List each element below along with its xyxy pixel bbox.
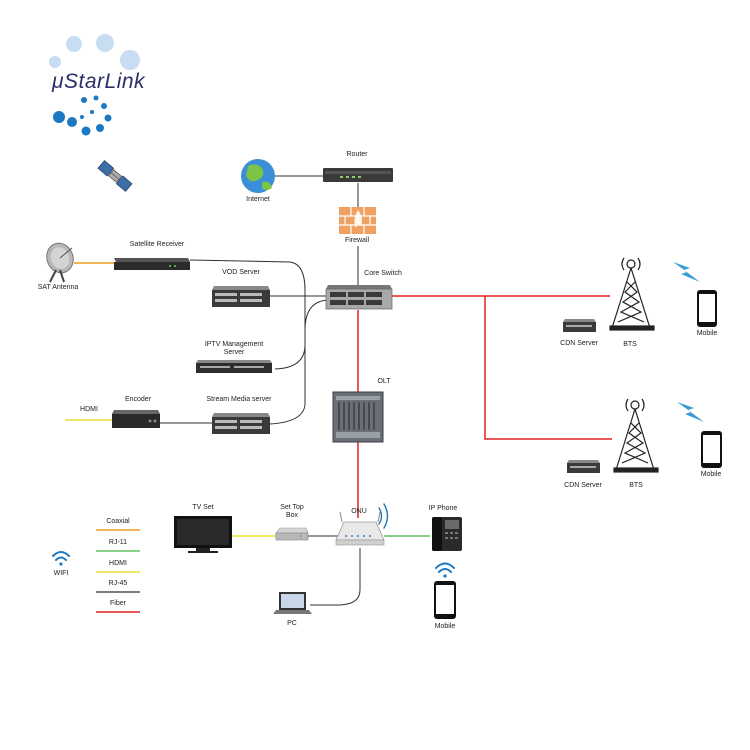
vod-server-icon (212, 286, 270, 307)
wifi-legend-icon (52, 551, 70, 566)
internet-label: Internet (246, 196, 270, 203)
legend-label-fiber: Fiber (110, 600, 126, 607)
mobile-2-icon (701, 431, 722, 468)
cdn-server-2-icon (567, 460, 600, 473)
pc-label: PC (287, 620, 297, 627)
ip-phone-label: IP Phone (428, 505, 458, 512)
satellite-dish-icon (46, 242, 74, 283)
ip-phone-icon (432, 517, 462, 551)
legend-label-rj11: RJ-11 (108, 539, 128, 546)
cdn-server-1-label: CDN Server (560, 340, 598, 347)
encoder-label: Encoder (124, 396, 152, 403)
hdmi-input-label: HDMI (80, 406, 98, 413)
router-label: Router (346, 151, 368, 158)
cdn-server-1-icon (563, 319, 596, 332)
cable-receiver-stream (189, 259, 306, 425)
onu-icon (335, 511, 385, 546)
stream-media-server-icon (212, 413, 270, 434)
tv-set-label: TV Set (192, 504, 214, 511)
onu-label: ONU (351, 508, 367, 515)
legend-label-coaxial: Coaxial (106, 518, 130, 525)
set-top-box-label-line2: Box (285, 512, 299, 519)
mobile-2-label: Mobile (700, 471, 722, 478)
stream-media-server-label: Stream Media server (206, 396, 272, 403)
mobile-3-icon (434, 581, 456, 619)
core-switch-label: Core Switch (364, 270, 402, 277)
satellite-receiver-icon (114, 258, 190, 270)
firewall-icon (339, 207, 376, 234)
satellite-icon (97, 160, 133, 192)
bts-tower-1-icon (609, 257, 655, 331)
pc-laptop-icon (273, 592, 312, 614)
encoder-icon (112, 410, 160, 428)
iptv-management-label-line2: Server (223, 349, 245, 356)
mobile-1-label: Mobile (696, 330, 718, 337)
cable-switch-iptv (274, 299, 331, 370)
set-top-box-icon (275, 527, 309, 541)
bts-tower-2-icon (613, 398, 659, 473)
globe-icon (241, 159, 275, 193)
bts-2-label: BTS (629, 482, 643, 489)
onu-signal-icon (378, 503, 389, 529)
satellite-receiver-label: Satellite Receiver (129, 241, 185, 248)
router-icon (323, 168, 393, 182)
legend-lines (96, 529, 140, 613)
legend-label-rj45: RJ-45 (108, 580, 128, 587)
wifi-mobile-icon (435, 562, 455, 578)
tv-set-icon (174, 516, 232, 553)
bts-1-label: BTS (623, 341, 637, 348)
legend-label-hdmi: HDMI (109, 560, 127, 567)
mobile-1-icon (697, 290, 717, 327)
set-top-box-label-line1: Set Top (280, 504, 304, 511)
sat-antenna-label: SAT Antenna (37, 284, 79, 291)
cables (65, 175, 612, 606)
brand-logo-text: μStarLink (52, 70, 146, 93)
olt-icon (332, 391, 384, 443)
logo-dots-icon (49, 34, 140, 136)
olt-label: OLT (377, 378, 391, 385)
core-switch-icon (325, 285, 393, 310)
mobile-3-label: Mobile (434, 623, 456, 630)
signal-bolt-2-icon (677, 402, 704, 422)
vod-server-label: VOD Server (222, 269, 260, 276)
iptv-management-label-line1: IPTV Management (204, 341, 264, 348)
iptv-management-server-icon (196, 360, 272, 373)
fiber-switch-bts2 (484, 296, 612, 440)
cable-onu-pc (310, 548, 361, 606)
signal-bolt-1-icon (673, 262, 700, 282)
cdn-server-2-label: CDN Server (564, 482, 602, 489)
firewall-label: Firewall (344, 237, 370, 244)
wifi-label: WIFI (53, 570, 69, 577)
